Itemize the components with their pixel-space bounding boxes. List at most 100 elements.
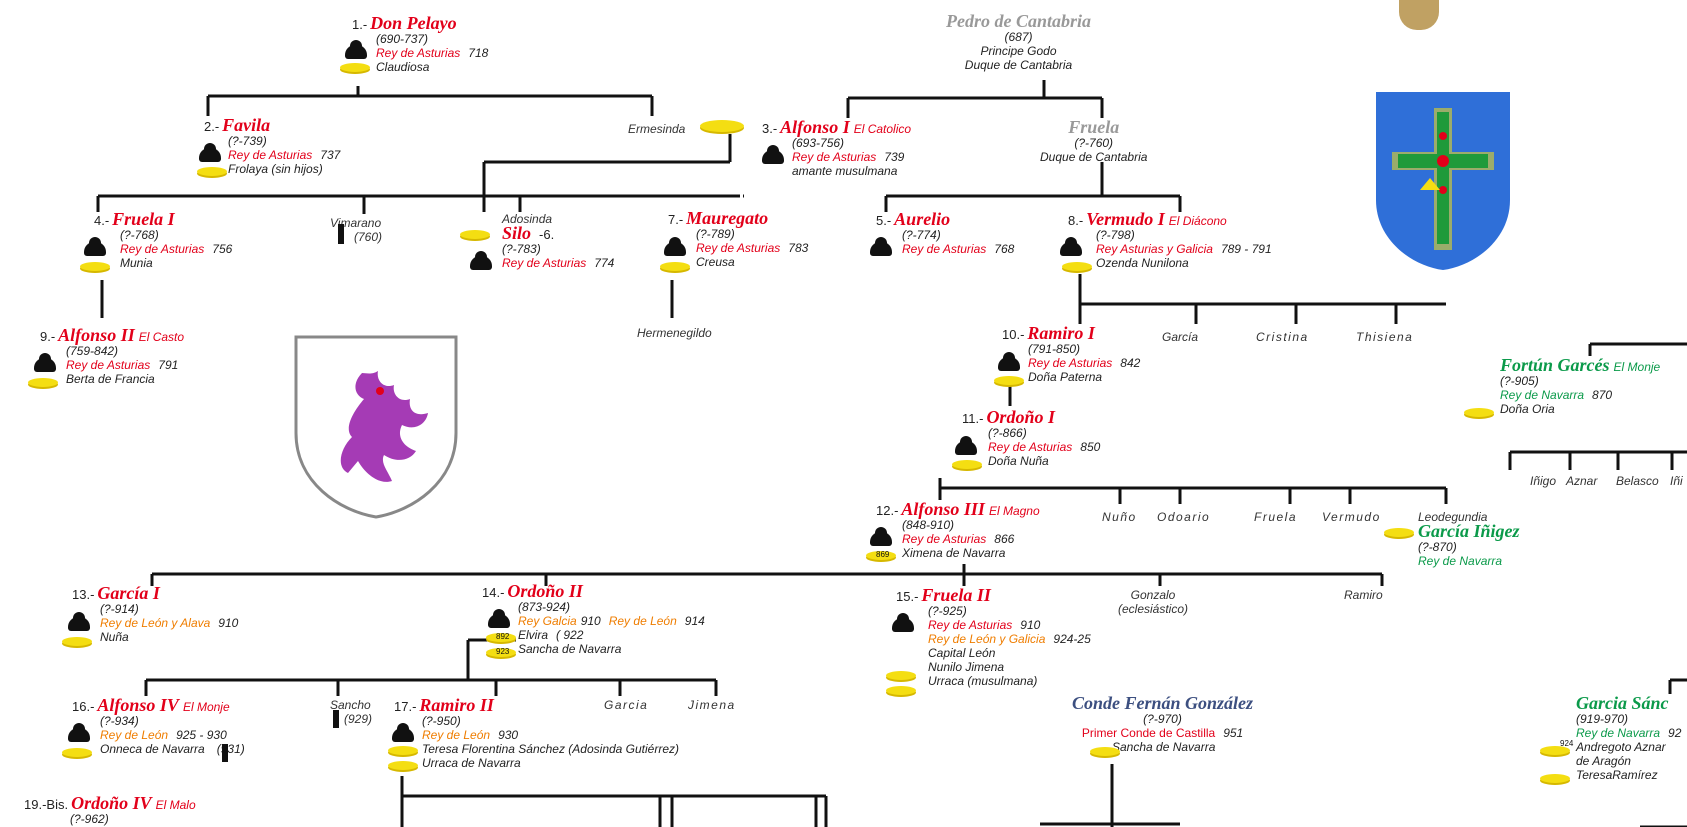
year: 737 [320,148,341,162]
year: 910 [1020,618,1041,632]
ring-icon [340,63,370,72]
crown-icon [488,609,510,628]
title: Rey de Asturias [902,242,987,256]
crown-icon [68,612,90,631]
number: 3.- [762,121,778,136]
epithet: El Catolico [853,122,912,136]
spouse-2: Sancha de Navarra [518,642,622,656]
number: 11.- [962,411,984,426]
crown-icon [199,143,221,162]
name: Favila [222,115,271,135]
person-fruela-duque: Fruela (?-760) Duque de Cantabria [1040,117,1147,164]
spouse: Frolaya (sin hijos) [228,162,323,176]
name: Ramiro II [419,695,494,715]
epithet: El Diácono [1168,214,1227,228]
crown-icon [998,352,1020,371]
crown-ornament-icon [1399,0,1439,30]
title-2: Duque de Cantabria [964,58,1073,72]
crown-icon [84,237,106,256]
ring-icon [994,376,1024,385]
dates: (848-910) [902,518,955,532]
crown-icon [345,40,367,59]
crown-icon [1060,237,1082,256]
name: Ramiro I [1027,323,1095,343]
spouse: Andregoto Aznar [1576,740,1666,754]
number: 19.-Bis. [24,797,69,812]
ring-icon [700,120,744,132]
year: 791 [158,358,179,372]
title: Rey de Asturias [928,618,1013,632]
year: 739 [884,150,905,164]
ring-icon [1090,747,1120,756]
name: Garcia Sánc [1576,693,1669,713]
year: 930 [498,728,519,742]
ring-icon [660,262,690,271]
person-thisiena: Thisiena [1356,330,1414,344]
dates: (?-774) [902,228,941,242]
title: Rey de Asturias [502,256,587,270]
year: 870 [1592,388,1613,402]
year: 718 [468,46,489,60]
title: Principe Godo [980,44,1057,58]
person-ramiro: Ramiro [1344,588,1383,602]
year: 774 [594,256,615,270]
ring-icon [197,167,227,176]
dates: (873-924) [518,600,571,614]
name: Aurelio [894,209,951,229]
crown-icon [392,723,414,742]
ring-icon [952,460,982,469]
note: (eclesiástico) [1118,602,1189,616]
marriage-year: 924 [1560,739,1574,748]
name: Fruela [1068,117,1120,137]
crown-icon [892,613,914,632]
dates: (929) [344,712,373,726]
crown-icon [34,353,56,372]
spouse: Doña Nuña [988,454,1049,468]
crown-icon [870,237,892,256]
name: Alfonso II [58,325,135,345]
spouse-2: de Aragón [1576,754,1631,768]
title: Rey de Asturias [120,242,205,256]
name: Gonzalo [1130,588,1176,602]
spouse-2: Urraca de Navarra [422,756,521,770]
title-2: Rey de León y Galicia [928,632,1046,646]
person-belasco: Belasco [1616,474,1659,488]
name: Vermudo I [1086,209,1165,229]
spouse: Nuña [100,630,129,644]
spouse-3: TeresaRamírez [1576,768,1658,782]
number: 17.- [394,699,417,714]
number: 4.- [94,213,110,228]
spouse: Munia [120,256,153,270]
title: Rey de Asturias [376,46,461,60]
spouse: Doña Paterna [1028,370,1103,384]
number: 5.- [876,213,892,228]
spouse: Ozenda Nunilona [1096,256,1189,270]
number: 8.- [1068,213,1084,228]
dates: (?-783) [502,242,541,256]
name: Alfonso I [780,117,850,137]
number: 16.- [72,699,95,714]
ring-icon [1062,262,1092,271]
number: 2.- [204,119,220,134]
person-pedro-de-cantabria: Pedro de Cantabria (687) Principe Godo D… [946,12,1091,72]
name: Don Pelayo [370,13,457,33]
crown-icon [664,237,686,256]
title: Rey de León [100,728,169,742]
ring-icon [1540,746,1570,755]
year: 866 [994,532,1015,546]
person-fruela: Fruela [1254,510,1298,524]
person-gonzalo: Gonzalo(eclesiástico) [1118,588,1188,616]
person-leodegundia: Leodegundia [1418,510,1488,524]
spouse: Berta de Francia [66,372,155,386]
dates: (759-842) [66,344,119,358]
crown-icon [762,145,784,164]
name: Fruela I [112,209,175,229]
